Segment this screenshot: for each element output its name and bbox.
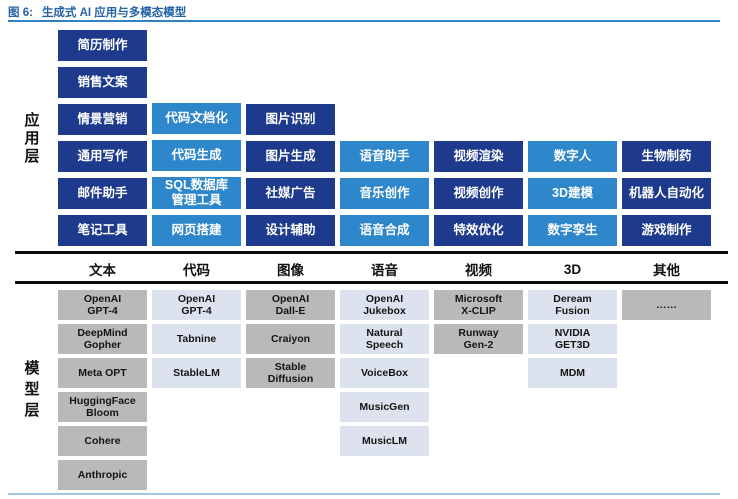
app-column-2: 代码文档化代码生成 SQL数据库 管理工具网页搭建: [152, 30, 241, 246]
app-box: SQL数据库 管理工具: [152, 177, 241, 209]
model-box: Meta OPT: [58, 358, 147, 388]
app-box: 视频渲染: [434, 141, 523, 172]
app-box: 图片生成: [246, 141, 335, 172]
model-box: MDM: [528, 358, 617, 388]
app-column-4: 语音助手音乐创作语音合成: [340, 30, 429, 246]
app-column-5: 视频渲染视频创作特效优化: [434, 30, 523, 246]
category-label-2: 代码: [183, 263, 210, 278]
app-box: 网页搭建: [152, 215, 241, 246]
app-column-7: 生物制药机器人自动化游戏制作: [622, 30, 711, 246]
model-box: Tabnine: [152, 324, 241, 354]
app-box: 情景营销: [58, 104, 147, 135]
app-box: 特效优化: [434, 215, 523, 246]
model-column-7: ……: [622, 290, 711, 490]
model-box: Craiyon: [246, 324, 335, 354]
app-box: 笔记工具: [58, 215, 147, 246]
model-box: OpenAI Dall-E: [246, 290, 335, 320]
app-box: 设计辅助: [246, 215, 335, 246]
app-box: 音乐创作: [340, 178, 429, 209]
app-column-1: 简历制作销售文案情景营销通用写作邮件助手笔记工具: [58, 30, 147, 246]
category-label-3: 图像: [277, 263, 304, 278]
model-box: OpenAI Jukebox: [340, 290, 429, 320]
divider-line-bottom: [15, 281, 728, 284]
model-box: Anthropic: [58, 460, 147, 490]
model-column-5: Microsoft X-CLIP Runway Gen-2: [434, 290, 523, 490]
footer-rule: [8, 493, 720, 495]
category-label-4: 语音: [371, 263, 398, 278]
model-box: Deream Fusion: [528, 290, 617, 320]
model-box: NVIDIA GET3D: [528, 324, 617, 354]
model-box: Runway Gen-2: [434, 324, 523, 354]
app-box: 社媒广告: [246, 178, 335, 209]
model-box: HuggingFace Bloom: [58, 392, 147, 422]
model-box: OpenAI GPT-4: [152, 290, 241, 320]
category-label-6: 3D: [563, 261, 582, 277]
app-box: 生物制药: [622, 141, 711, 172]
title-underline: [8, 20, 720, 22]
app-box: 语音助手: [340, 141, 429, 172]
model-box: StableLM: [152, 358, 241, 388]
app-box: 图片识别: [246, 104, 335, 135]
category-label-1: 文本: [89, 263, 116, 278]
model-box: OpenAI GPT-4: [58, 290, 147, 320]
model-box: MusicLM: [340, 426, 429, 456]
model-box: Stable Diffusion: [246, 358, 335, 388]
model-box: Natural Speech: [340, 324, 429, 354]
category-row: 文本 代码 图像 语音 视频 3D 其他: [58, 257, 711, 281]
model-box: VoiceBox: [340, 358, 429, 388]
app-box: 代码生成: [152, 140, 241, 171]
model-box: DeepMind Gopher: [58, 324, 147, 354]
app-box: 3D建模: [528, 178, 617, 209]
app-box: 视频创作: [434, 178, 523, 209]
app-box: 游戏制作: [622, 215, 711, 246]
model-box: Cohere: [58, 426, 147, 456]
divider-line-top: [15, 251, 728, 254]
category-label-7: 其他: [653, 263, 680, 278]
model-box: ……: [622, 290, 711, 320]
app-box: 代码文档化: [152, 103, 241, 134]
figure-title: 生成式 AI 应用与多模态模型: [41, 7, 187, 19]
model-box: Microsoft X-CLIP: [434, 290, 523, 320]
figure-number-label: 图 6:: [8, 7, 33, 19]
app-box: 数字孪生: [528, 215, 617, 246]
category-label-5: 视频: [465, 263, 492, 278]
app-box: 数字人: [528, 141, 617, 172]
app-box: 通用写作: [58, 141, 147, 172]
app-column-3: 图片识别图片生成社媒广告设计辅助: [246, 30, 335, 246]
figure-caption: 图 6: 生成式 AI 应用与多模态模型: [8, 4, 186, 20]
app-box: 机器人自动化: [622, 178, 711, 209]
app-box: 简历制作: [58, 30, 147, 61]
app-column-6: 数字人 3D建模数字孪生: [528, 30, 617, 246]
model-layer-label: 模 型 层: [24, 360, 40, 419]
application-layer-label: 应 用 层: [24, 112, 40, 165]
model-box: MusicGen: [340, 392, 429, 422]
app-box: 语音合成: [340, 215, 429, 246]
app-box: 销售文案: [58, 67, 147, 98]
app-box: 邮件助手: [58, 178, 147, 209]
